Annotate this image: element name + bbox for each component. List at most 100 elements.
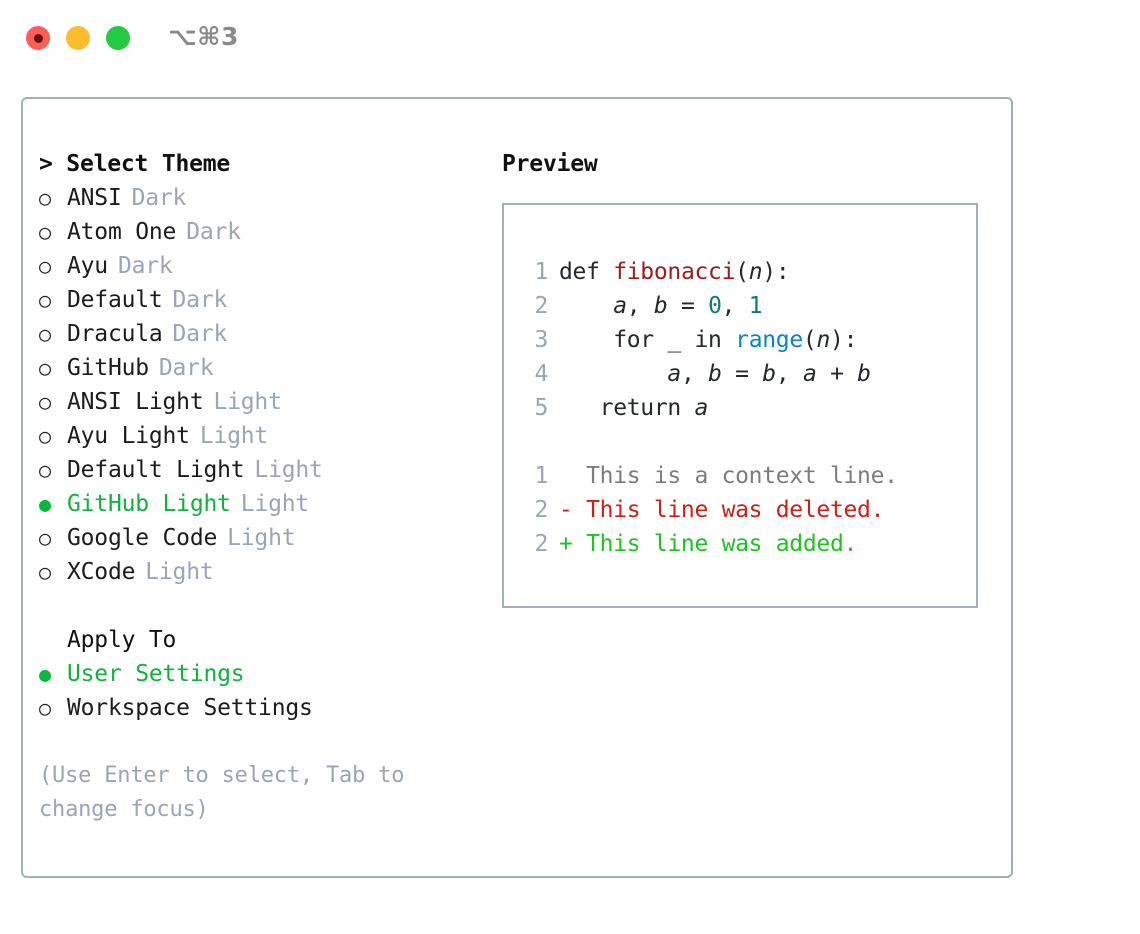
code-token-var: n <box>748 259 763 285</box>
radio-unselected-icon: ○ <box>39 186 51 210</box>
apply-to-option[interactable]: ○ Workspace Settings <box>39 691 499 725</box>
radio-unselected-icon: ○ <box>39 526 51 550</box>
code-token-var: b <box>857 361 871 387</box>
line-number: 1 <box>534 463 548 489</box>
theme-option[interactable]: ○ Google Code Light <box>39 521 499 555</box>
theme-option-label: Atom One <box>67 219 177 245</box>
radio-unselected-icon: ○ <box>39 356 51 380</box>
code-line-text: a, b = b, a + b <box>559 357 871 391</box>
code-token-kw: def <box>559 259 614 285</box>
theme-option-label: Google Code <box>67 525 218 551</box>
theme-variant-tag: Light <box>227 525 296 551</box>
line-number: 2 <box>534 497 548 523</box>
code-line-text: a, b = 0, 1 <box>559 289 762 323</box>
code-token-punc: ( <box>735 259 749 285</box>
apply-to-option[interactable]: ●User Settings <box>39 657 499 691</box>
apply-to-option-label: User Settings <box>67 661 245 687</box>
apply-to-list: ●User Settings ○ Workspace Settings <box>39 657 499 725</box>
radio-unselected-icon: ○ <box>39 322 51 346</box>
code-token-punc: = <box>667 293 709 319</box>
code-line: 2 a, b = 0, 1 <box>522 289 970 323</box>
code-token-punc: _ <box>667 327 681 353</box>
theme-variant-tag: Dark <box>172 287 228 313</box>
code-token-var: b <box>708 361 722 387</box>
code-token-fn: fibonacci <box>613 259 736 285</box>
line-number: 2 <box>534 531 548 557</box>
code-line: 3 for _ in range(n): <box>522 323 970 357</box>
theme-option-label: Dracula <box>67 321 163 347</box>
theme-option[interactable]: ○ GitHub Dark <box>39 351 499 385</box>
code-token-punc: = <box>721 361 763 387</box>
theme-option-label: ANSI <box>67 185 122 211</box>
theme-variant-tag: Light <box>254 457 323 483</box>
close-button[interactable] <box>26 26 50 50</box>
diff-line: 2 - This line was deleted. <box>522 493 970 527</box>
radio-unselected-icon: ○ <box>39 696 51 720</box>
keyboard-hint-text: (Use Enter to select, Tab to change focu… <box>39 763 405 822</box>
code-token-kw: return <box>559 395 695 421</box>
theme-option-label: Default Light <box>67 457 245 483</box>
theme-variant-tag: Dark <box>186 219 241 245</box>
code-token-call: range <box>735 327 803 353</box>
code-line: 1 def fibonacci(n): <box>522 255 970 289</box>
diff-line: 1 This is a context line. <box>522 459 970 493</box>
code-token-punc <box>559 293 613 319</box>
theme-variant-tag: Dark <box>158 355 214 381</box>
apply-to-option-label: Workspace Settings <box>67 695 313 721</box>
diff-sample: 1 This is a context line. 2 - This line wa… <box>522 459 970 561</box>
code-token-var: a <box>802 361 817 387</box>
line-number: 4 <box>534 361 548 387</box>
theme-option[interactable]: ○ Dracula Dark <box>39 317 499 351</box>
code-diff-separator <box>522 425 970 459</box>
line-number: 3 <box>534 327 548 353</box>
code-line-text: def fibonacci(n): <box>559 255 790 289</box>
code-token-punc: , <box>775 361 803 387</box>
code-token-var: b <box>762 361 776 387</box>
theme-option-label: ANSI Light <box>67 389 204 415</box>
code-token-punc: ): <box>762 259 790 285</box>
radio-unselected-icon: ○ <box>39 254 51 278</box>
code-token-kw: in <box>680 327 736 353</box>
theme-variant-tag: Dark <box>172 321 228 347</box>
line-number: 2 <box>534 293 548 319</box>
diff-line-text: - This line was deleted. <box>559 497 885 523</box>
code-token-var: n <box>816 327 831 353</box>
minimize-button[interactable] <box>66 26 90 50</box>
theme-option-label: GitHub <box>67 355 149 381</box>
code-token-punc: , <box>626 293 654 319</box>
code-line: 5 return a <box>522 391 970 425</box>
code-token-var: b <box>653 293 668 319</box>
theme-option-label: GitHub Light <box>67 491 231 517</box>
code-token-num: 1 <box>748 293 763 319</box>
theme-variant-tag: Dark <box>131 185 187 211</box>
radio-unselected-icon: ○ <box>39 390 51 414</box>
select-theme-heading: > Select Theme <box>39 151 231 177</box>
window-controls <box>26 26 130 50</box>
theme-variant-tag: Light <box>199 423 269 449</box>
radio-unselected-icon: ○ <box>39 288 51 312</box>
code-token-punc: ( <box>802 327 817 353</box>
diff-line: 2+ This line was added. <box>522 527 970 561</box>
line-number: 1 <box>534 259 548 285</box>
maximize-button[interactable] <box>106 26 130 50</box>
keyboard-shortcut-label: ⌥⌘3 <box>168 22 239 51</box>
theme-variant-tag: Light <box>240 491 310 517</box>
theme-option[interactable]: ○ ANSI Dark <box>39 181 499 215</box>
radio-unselected-icon: ○ <box>39 424 51 448</box>
code-token-punc: + <box>816 361 858 387</box>
code-line-text: for _ in range(n): <box>559 323 857 357</box>
code-line-text: return a <box>559 391 709 425</box>
